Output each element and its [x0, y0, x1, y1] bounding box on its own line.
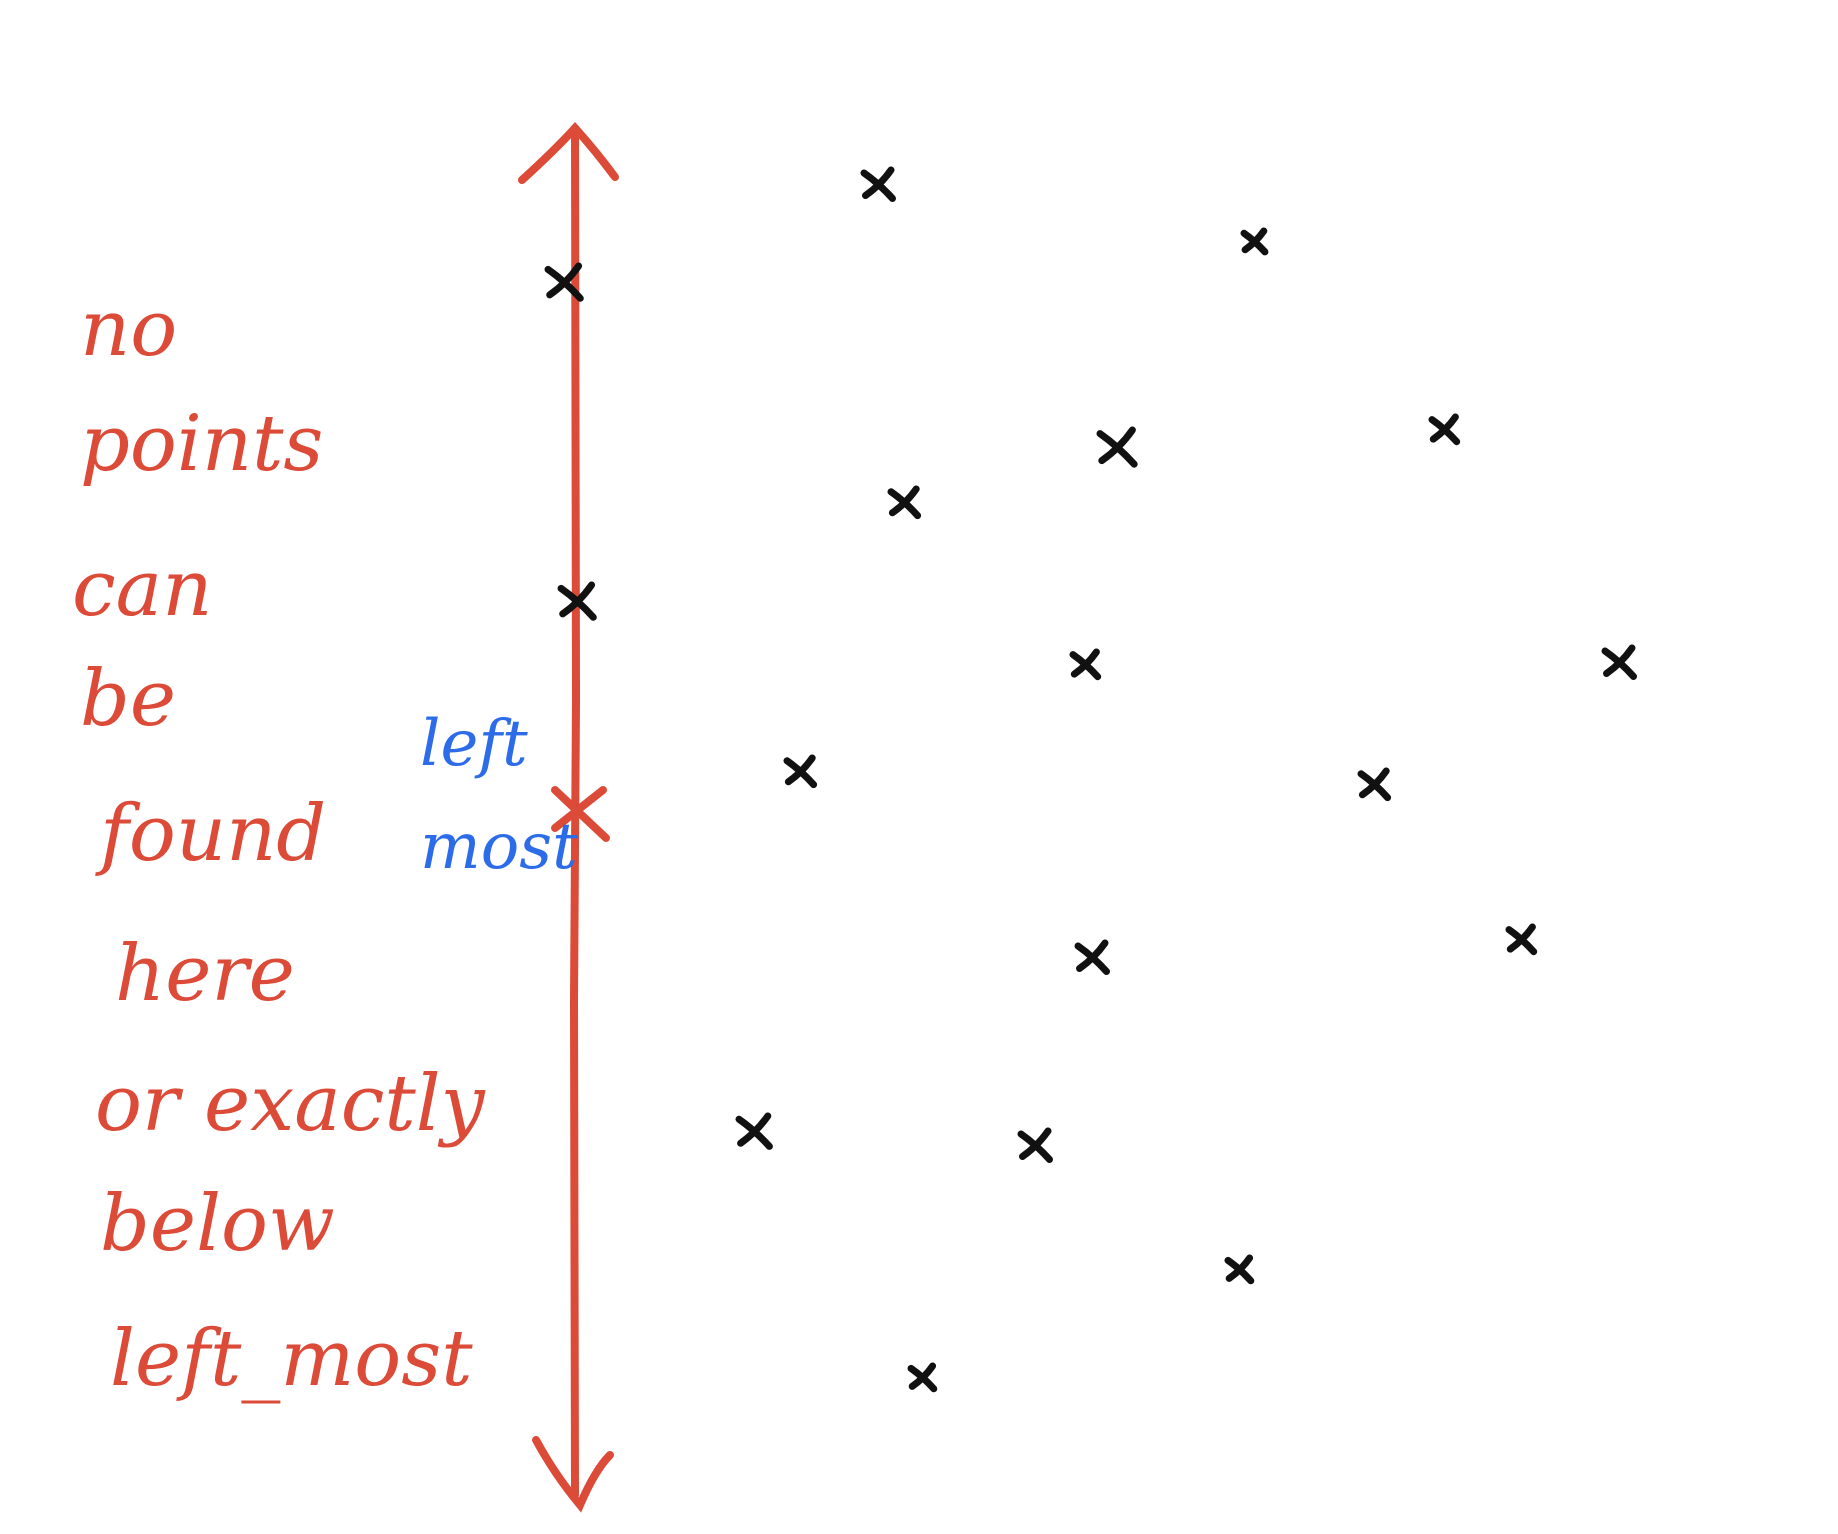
- point-x-mark: [1224, 1254, 1255, 1285]
- left-most-point: [551, 786, 610, 842]
- sweep-line-shaft: [569, 124, 581, 1499]
- sweep-line: [518, 122, 619, 1513]
- annotation-line-4: be: [80, 654, 177, 744]
- point-x-mark: [1096, 426, 1138, 468]
- point-x-mark: [860, 166, 896, 202]
- point-x-mark: [1505, 923, 1538, 956]
- annotation-line-1: no: [80, 284, 178, 374]
- up-arrow-head: [518, 122, 619, 184]
- left-most-label-line-2: most: [420, 810, 578, 884]
- annotation-line-6: here: [115, 929, 295, 1019]
- annotation-line-7: or exactly: [95, 1059, 485, 1149]
- point-x-mark: [1074, 939, 1110, 975]
- down-arrow-head: [532, 1436, 614, 1513]
- point-x-mark: [1428, 413, 1461, 446]
- point-on-line-x-mark: [544, 262, 584, 302]
- point-x-mark: [1357, 767, 1392, 802]
- point-x-mark: [1017, 1127, 1053, 1163]
- point-x-mark: [887, 485, 922, 520]
- annotation-line-9: left_most: [110, 1314, 473, 1404]
- left-most-label-line-1: left: [420, 707, 528, 781]
- point-x-mark: [1601, 644, 1637, 680]
- point-x-mark: [1069, 648, 1102, 681]
- point-on-line-x-mark: [557, 581, 597, 621]
- annotation-line-5: found: [100, 789, 327, 879]
- point-x-mark: [1240, 227, 1269, 256]
- points: [544, 166, 1637, 1393]
- point-x-mark: [735, 1112, 773, 1150]
- annotation-line-3: can: [72, 544, 213, 634]
- point-x-mark: [783, 754, 818, 789]
- point-x-mark: [907, 1362, 938, 1393]
- annotation-line-2: points: [80, 399, 324, 489]
- annotation-line-8: below: [100, 1179, 335, 1269]
